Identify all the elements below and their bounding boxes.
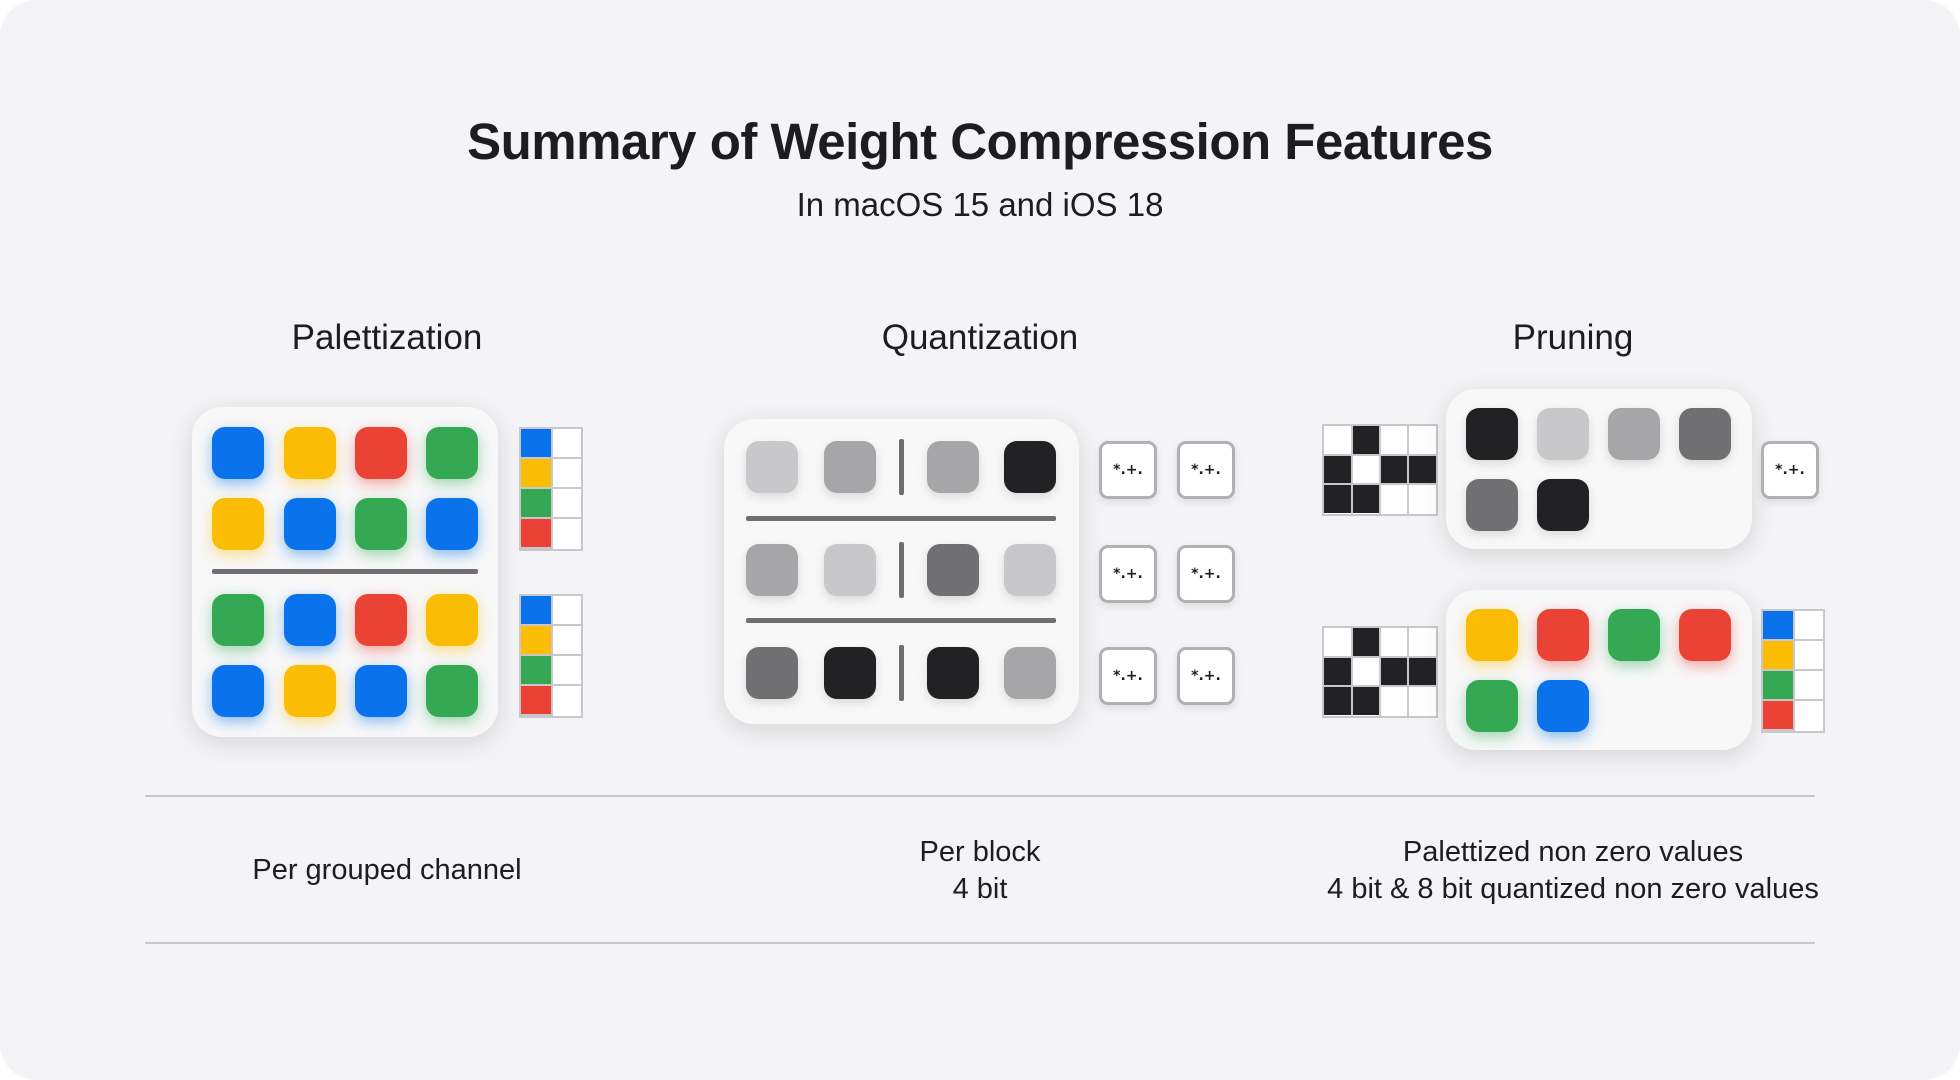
weight-tile-yellow <box>212 498 264 550</box>
scale-factor-box: *.+. <box>1099 647 1157 705</box>
weight-tile-black <box>824 647 876 699</box>
weight-tile-red <box>1537 609 1589 661</box>
scale-factor-box: *.+. <box>1099 545 1157 603</box>
heading-pruning: Pruning <box>1512 318 1634 357</box>
footer-line: Per grouped channel <box>252 854 522 886</box>
weight-tile-green <box>426 665 478 717</box>
quantized-weights-panel <box>724 419 1079 724</box>
sparsity-mask-grid <box>1322 424 1438 516</box>
weight-tile-yellow <box>284 427 336 479</box>
footer-line: 4 bit & 8 bit quantized non zero values <box>1327 873 1819 905</box>
weight-tile-blue <box>284 498 336 550</box>
weight-tile-gray <box>746 544 798 596</box>
weight-tile-black <box>1537 479 1589 531</box>
heading-quantization: Quantization <box>881 318 1079 357</box>
weight-tile-yellow <box>1466 609 1518 661</box>
weight-tile-gray <box>1004 647 1056 699</box>
scale-factor-box: *.+. <box>1099 441 1157 499</box>
scale-factor-box: *.+. <box>1177 647 1235 705</box>
palettized-weights-panel <box>192 407 498 737</box>
weight-tile-yellow <box>426 594 478 646</box>
block-separator <box>746 516 1056 521</box>
block-separator <box>746 618 1056 623</box>
weight-tile-black <box>1466 408 1518 460</box>
weight-tile-gray <box>824 544 876 596</box>
palette-lookup-table <box>1761 609 1825 733</box>
weight-tile-gray <box>1679 408 1731 460</box>
scale-factor-box: *.+. <box>1177 545 1235 603</box>
weight-tile-black <box>1004 441 1056 493</box>
footer-line: Palettized non zero values <box>1402 836 1744 868</box>
weight-tile-green <box>1608 609 1660 661</box>
weight-tile-gray <box>824 441 876 493</box>
block-separator <box>899 439 904 495</box>
weight-tile-yellow <box>284 665 336 717</box>
weight-tile-blue <box>355 665 407 717</box>
pruned-palettized-values-panel <box>1446 590 1752 750</box>
weight-tile-green <box>426 427 478 479</box>
weight-tile-blue <box>284 594 336 646</box>
weight-tile-gray <box>927 544 979 596</box>
weight-tile-gray <box>746 441 798 493</box>
weight-tile-gray <box>1004 544 1056 596</box>
heading-palettization: Palettization <box>291 318 483 357</box>
weight-tile-green <box>355 498 407 550</box>
weight-tile-black <box>927 647 979 699</box>
block-separator <box>899 542 904 598</box>
scale-factor-box: *.+. <box>1177 441 1235 499</box>
page-subtitle: In macOS 15 and iOS 18 <box>796 186 1164 223</box>
pruned-quantized-values-panel <box>1446 389 1752 549</box>
weight-tile-red <box>1679 609 1731 661</box>
divider-top <box>145 795 1815 797</box>
weight-tile-gray <box>1608 408 1660 460</box>
group-separator <box>212 569 478 574</box>
block-separator <box>899 645 904 701</box>
weight-tile-gray <box>746 647 798 699</box>
weight-tile-blue <box>212 427 264 479</box>
weight-tile-gray <box>1537 408 1589 460</box>
palette-lookup-table <box>519 594 583 718</box>
weight-tile-blue <box>426 498 478 550</box>
weight-tile-red <box>355 594 407 646</box>
weight-tile-red <box>355 427 407 479</box>
weight-tile-green <box>212 594 264 646</box>
weight-tile-gray <box>1466 479 1518 531</box>
weight-tile-green <box>1466 680 1518 732</box>
weight-tile-gray <box>927 441 979 493</box>
footer-quantization: Per block 4 bit <box>580 834 1380 908</box>
weight-tile-blue <box>212 665 264 717</box>
scale-factor-box: *.+. <box>1761 441 1819 499</box>
sparsity-mask-grid <box>1322 626 1438 718</box>
page-title: Summary of Weight Compression Features <box>467 113 1493 170</box>
footer-pruning: Palettized non zero values 4 bit & 8 bit… <box>1173 834 1960 908</box>
palette-lookup-table <box>519 427 583 551</box>
footer-line: Per block <box>919 836 1041 868</box>
footer-line: 4 bit <box>952 873 1008 905</box>
divider-bottom <box>145 942 1815 944</box>
footer-palettization: Per grouped channel <box>0 852 787 889</box>
weight-tile-blue <box>1537 680 1589 732</box>
